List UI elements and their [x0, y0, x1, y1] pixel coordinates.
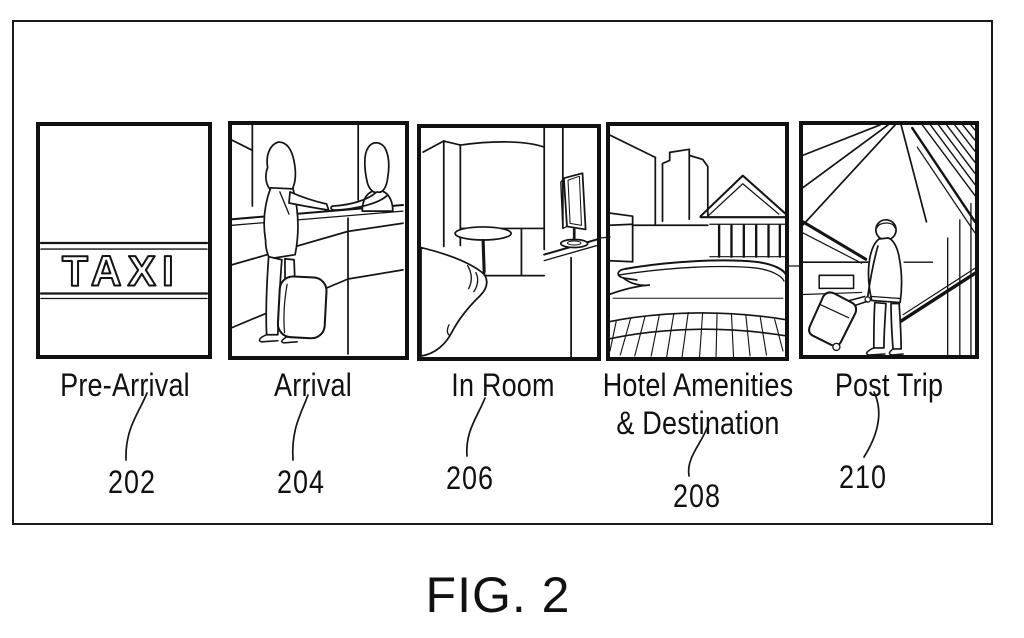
- ref-204: 204: [276, 464, 326, 500]
- panel-in-room: [417, 124, 601, 361]
- panel-label-pre-arrival: Pre-Arrival: [60, 367, 190, 403]
- panel-label-hotel-amenities: Hotel Amenities & Destination: [602, 367, 794, 442]
- traveler-luggage-illustration: [803, 125, 975, 355]
- panel-pre-arrival: TAXI: [36, 122, 212, 359]
- ref-206: 206: [445, 460, 495, 496]
- taxi-sign-illustration: TAXI: [40, 241, 208, 300]
- hotel-room-illustration: [421, 128, 597, 357]
- panel-hotel-amenities: [606, 122, 789, 361]
- panel-post-trip: [799, 121, 979, 359]
- ref-202: 202: [107, 464, 157, 500]
- panel-label-arrival: Arrival: [274, 367, 352, 403]
- pool-amenities-illustration: [610, 134, 785, 357]
- taxi-sign-text: TAXI: [62, 247, 180, 294]
- ref-210: 210: [838, 459, 888, 495]
- panel-label-in-room: In Room: [451, 367, 555, 403]
- panel-arrival: [228, 121, 409, 360]
- reception-desk-illustration: [232, 125, 404, 355]
- figure-caption: FIG. 2: [425, 567, 571, 623]
- ref-208: 208: [672, 478, 722, 514]
- panel-label-post-trip: Post Trip: [834, 367, 944, 403]
